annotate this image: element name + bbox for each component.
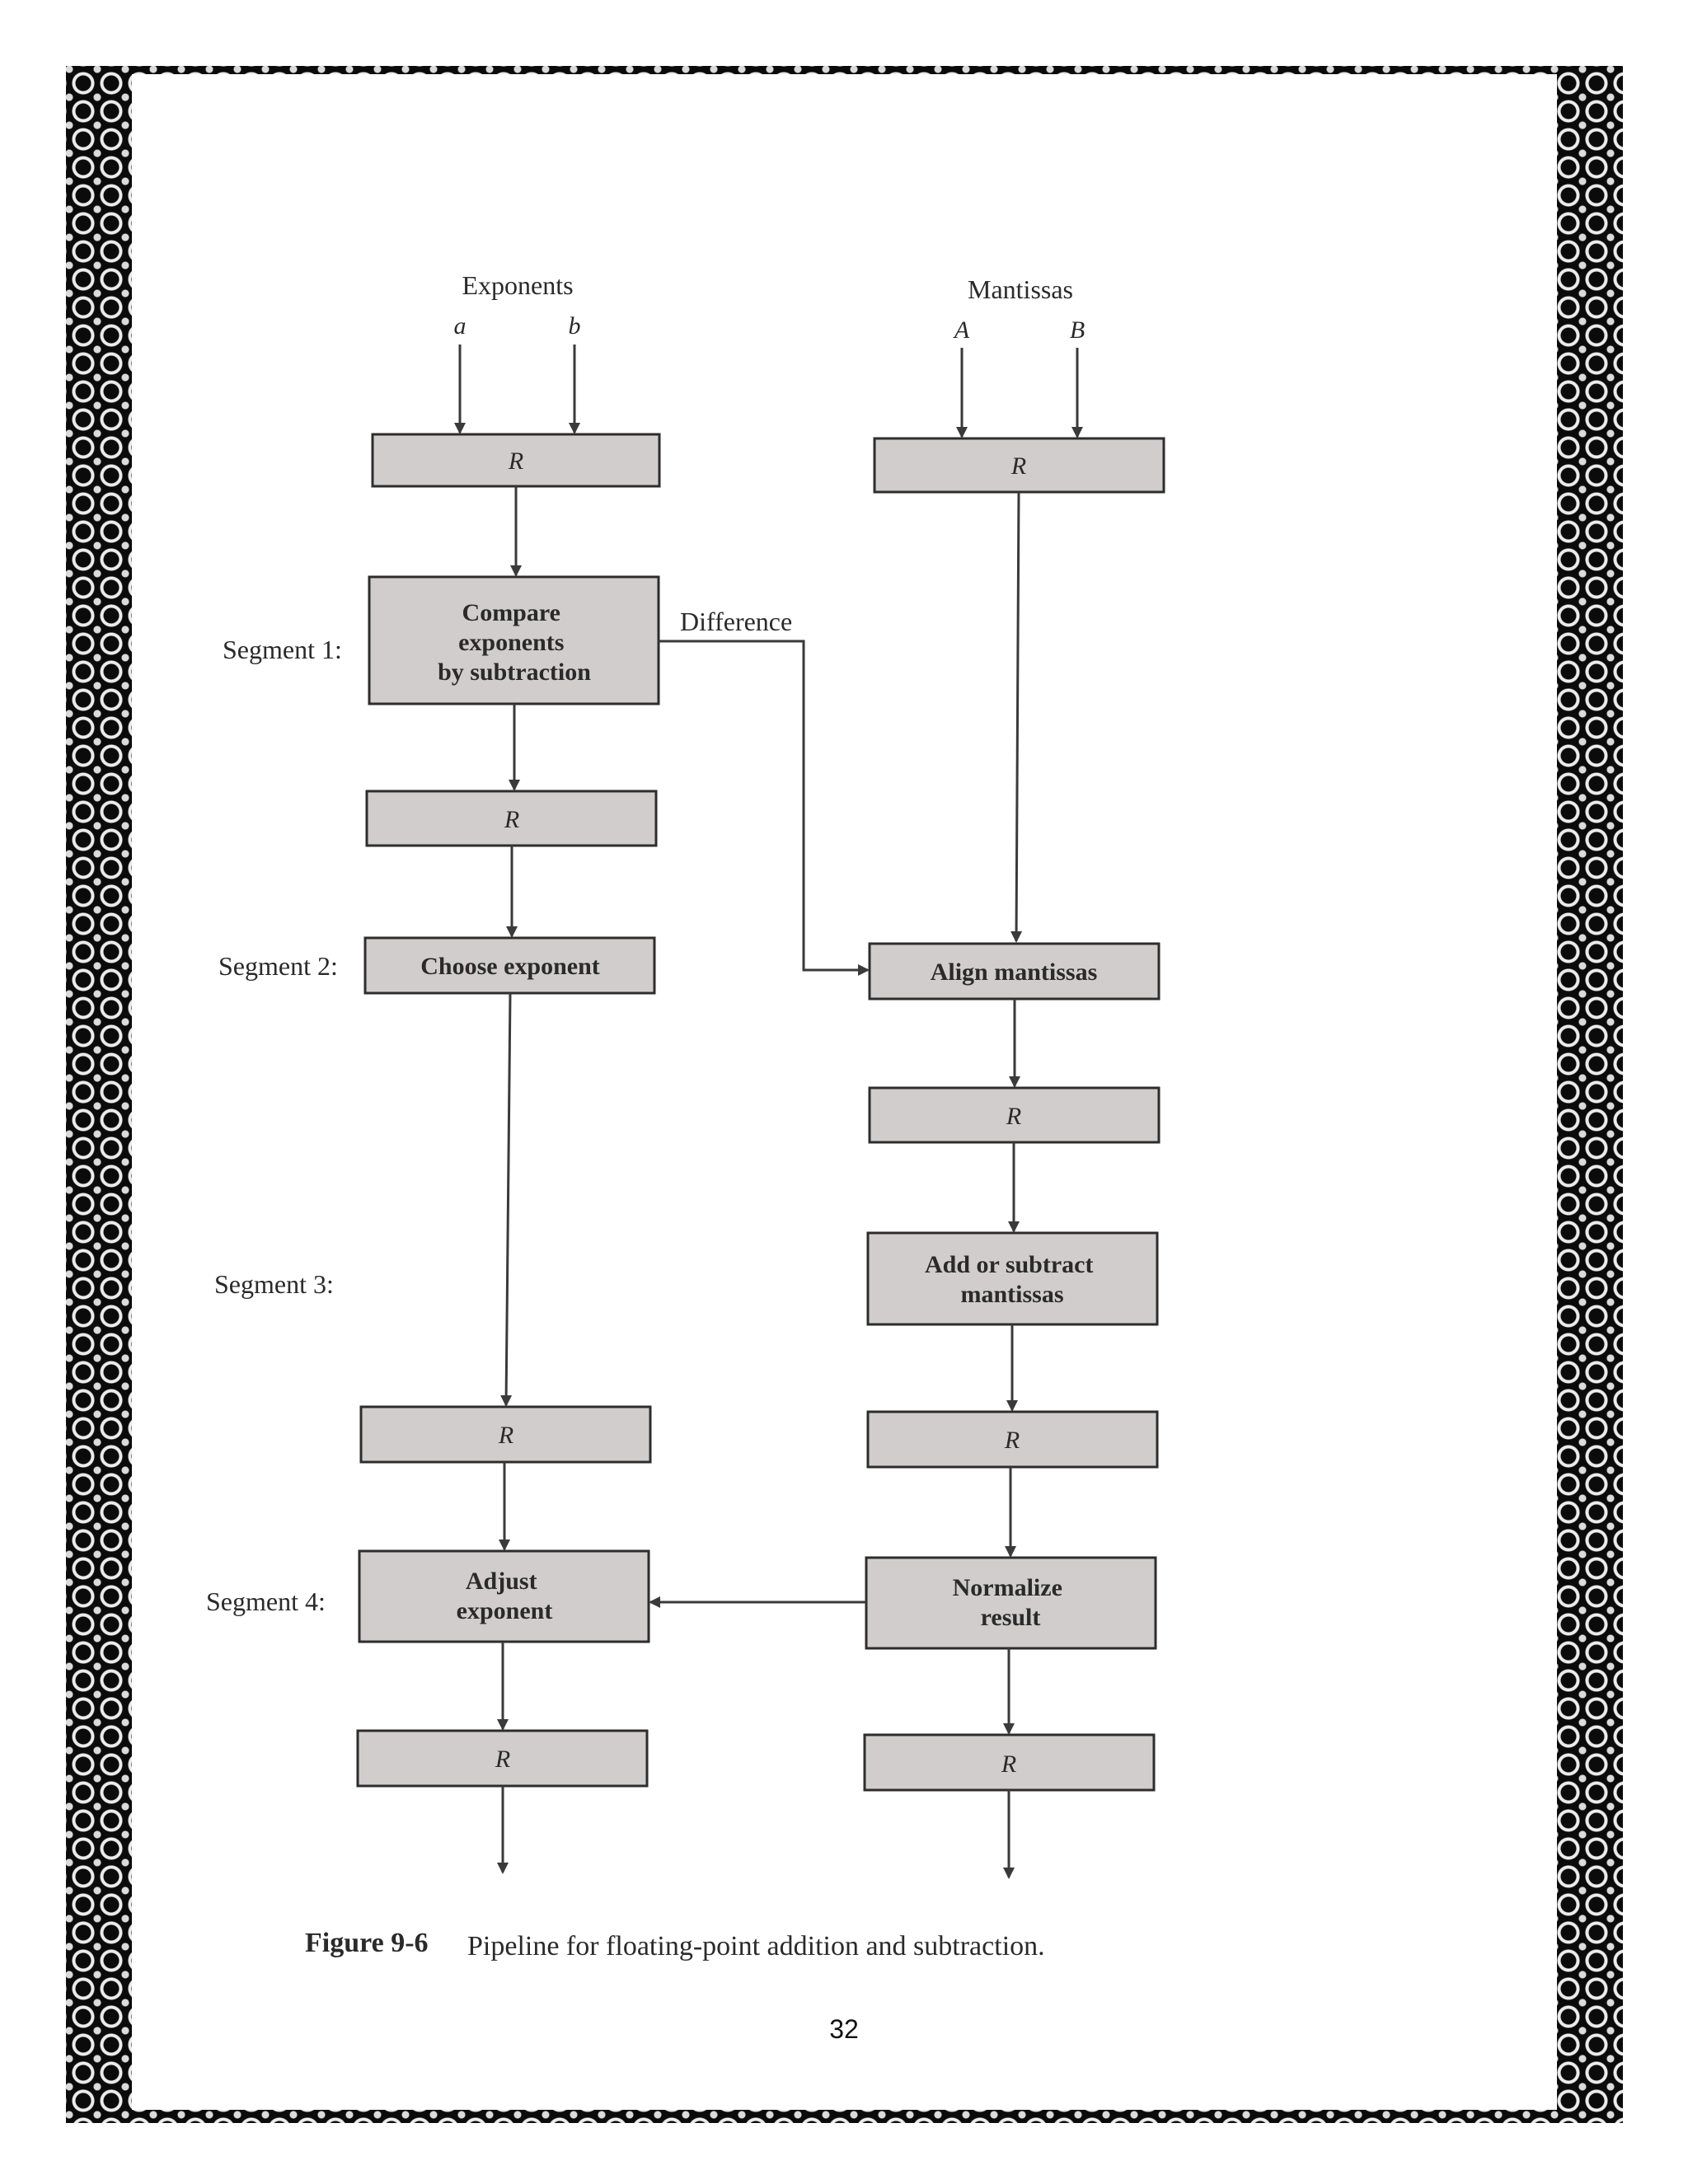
- segment-1-label: Segment 1:: [223, 635, 342, 664]
- figure-caption: Pipeline for floating-point addition and…: [467, 1931, 1045, 1961]
- add-subtract-mantissas-label: Add or subtract mantissas: [925, 1251, 1100, 1308]
- register-label: R: [495, 1746, 510, 1773]
- adjust-exponent-label: Adjust exponent: [457, 1568, 553, 1624]
- mantissa-register-segment-3: [866, 1410, 1159, 1469]
- register-label: R: [1004, 1427, 1020, 1454]
- add-subtract-mantissas-box: [866, 1231, 1159, 1326]
- register-label: R: [508, 448, 523, 475]
- align-mantissas-label: Align mantissas: [931, 958, 1098, 986]
- difference-label: Difference: [680, 607, 792, 636]
- mantissas-heading: Mantissas: [968, 274, 1073, 304]
- segment-4-label: Segment 4:: [206, 1586, 326, 1616]
- exponent-register-input: [371, 433, 661, 488]
- exponent-register-segment-1: [365, 790, 658, 847]
- exponent-register-output: [356, 1729, 649, 1788]
- exponents-heading: Exponents: [462, 270, 573, 300]
- register-label: R: [504, 806, 519, 833]
- arrow: [1010, 491, 1023, 943]
- arrow: [500, 992, 513, 1407]
- compare-exponents-label: Compare exponents by subtraction: [438, 599, 591, 686]
- page-number: 32: [829, 2014, 859, 2044]
- segment-2-label: Segment 2:: [218, 951, 338, 981]
- normalize-result-label: Normalize result: [953, 1574, 1069, 1631]
- mantissa-register-segment-2: [868, 1086, 1160, 1144]
- adjust-exponent-box: [358, 1549, 650, 1643]
- register-label: R: [1006, 1103, 1021, 1130]
- input-label-B: B: [1070, 316, 1085, 344]
- segment-3-label: Segment 3:: [214, 1269, 334, 1299]
- input-label-a: a: [454, 312, 467, 340]
- input-label-A: A: [953, 316, 970, 344]
- normalize-result-box: [865, 1556, 1157, 1650]
- difference-connector: [659, 640, 870, 976]
- choose-exponent-box: [363, 936, 656, 995]
- register-label: R: [1010, 452, 1026, 480]
- mantissa-register-output: [863, 1733, 1156, 1792]
- figure-number: Figure 9-6: [305, 1928, 429, 1958]
- register-label: R: [498, 1422, 513, 1449]
- register-label: R: [1001, 1750, 1016, 1778]
- align-mantissas-box: [868, 942, 1160, 1001]
- mantissa-register-input: [873, 437, 1165, 494]
- choose-exponent-label: Choose exponent: [420, 953, 600, 980]
- input-label-b: b: [569, 312, 581, 340]
